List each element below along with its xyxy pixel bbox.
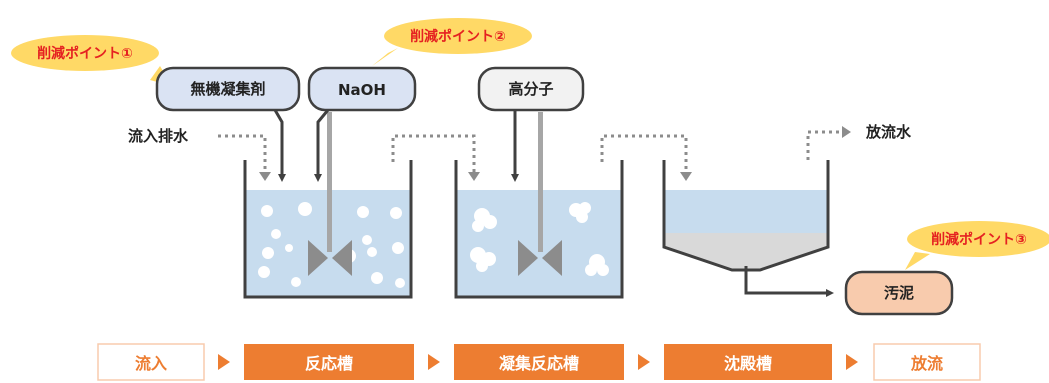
- reaction-tank: [243, 112, 413, 299]
- inflow-label: 流入排水: [128, 127, 189, 145]
- sludge-discharge-arrow: [744, 266, 834, 297]
- reduction-point-2-callout: 削減ポイント②: [372, 18, 532, 66]
- inorganic-coagulant-label: 無機凝集剤: [190, 80, 265, 98]
- process-steps: 流入 反応槽 凝集反応槽 沈殿槽 放流: [97, 343, 981, 381]
- sludge-label: 汚泥: [884, 284, 914, 302]
- transfer-arrow-1: [391, 134, 480, 181]
- step-reaction-tank-label: 反応槽: [305, 354, 353, 373]
- naoh-dosing-arrow: [314, 109, 330, 182]
- coagulation-tank: [454, 112, 624, 299]
- coagulant-dosing-arrow: [273, 109, 286, 182]
- transfer-arrow-2: [600, 134, 692, 181]
- reaction-tank-particles: [258, 202, 405, 288]
- reaction-tank-stirrer-shaft: [327, 112, 332, 252]
- coagulation-tank-flocs: [470, 202, 609, 276]
- reaction-tank-stirrer-blade-right: [332, 240, 352, 276]
- step-sedimentation-tank-label: 沈殿槽: [724, 354, 772, 373]
- sludge-pill: 汚泥: [844, 270, 954, 316]
- step-inflow-label: 流入: [135, 354, 167, 373]
- reduction-point-1-callout: 削減ポイント①: [11, 35, 172, 86]
- reduction-point-3-label: 削減ポイント③: [931, 231, 1027, 248]
- outflow-dotted-arrow: [806, 126, 851, 160]
- reduction-point-1-label: 削減ポイント①: [37, 45, 133, 62]
- step-discharge: 放流: [873, 343, 981, 381]
- step-discharge-label: 放流: [910, 354, 943, 373]
- reduction-point-2-label: 削減ポイント②: [410, 28, 506, 45]
- polymer-pill: 高分子: [477, 66, 585, 112]
- sedimentation-tank: [662, 160, 830, 272]
- inorganic-coagulant-pill: 無機凝集剤: [155, 66, 301, 112]
- coagulation-tank-stirrer-shaft: [538, 112, 543, 252]
- naoh-pill: NaOH: [307, 66, 417, 112]
- step-sedimentation-tank: 沈殿槽: [664, 344, 832, 380]
- sedimentation-tank-water: [664, 190, 828, 233]
- reaction-tank-stirrer-blade-left: [308, 240, 328, 276]
- step-arrow-1: [218, 354, 230, 370]
- inflow-dotted-arrow: [218, 134, 271, 181]
- polymer-label: 高分子: [508, 80, 553, 98]
- naoh-label: NaOH: [338, 81, 386, 99]
- step-inflow: 流入: [97, 343, 205, 381]
- step-coagulation-tank: 凝集反応槽: [454, 344, 624, 380]
- step-coagulation-tank-label: 凝集反応槽: [499, 354, 579, 373]
- step-arrow-2: [428, 354, 440, 370]
- reduction-point-3-callout: 削減ポイント③: [905, 221, 1049, 270]
- sedimentation-tank-sludge: [664, 233, 828, 270]
- step-arrow-4: [846, 354, 858, 370]
- step-reaction-tank: 反応槽: [244, 344, 414, 380]
- step-arrow-3: [638, 354, 650, 370]
- outflow-label: 放流水: [865, 123, 912, 141]
